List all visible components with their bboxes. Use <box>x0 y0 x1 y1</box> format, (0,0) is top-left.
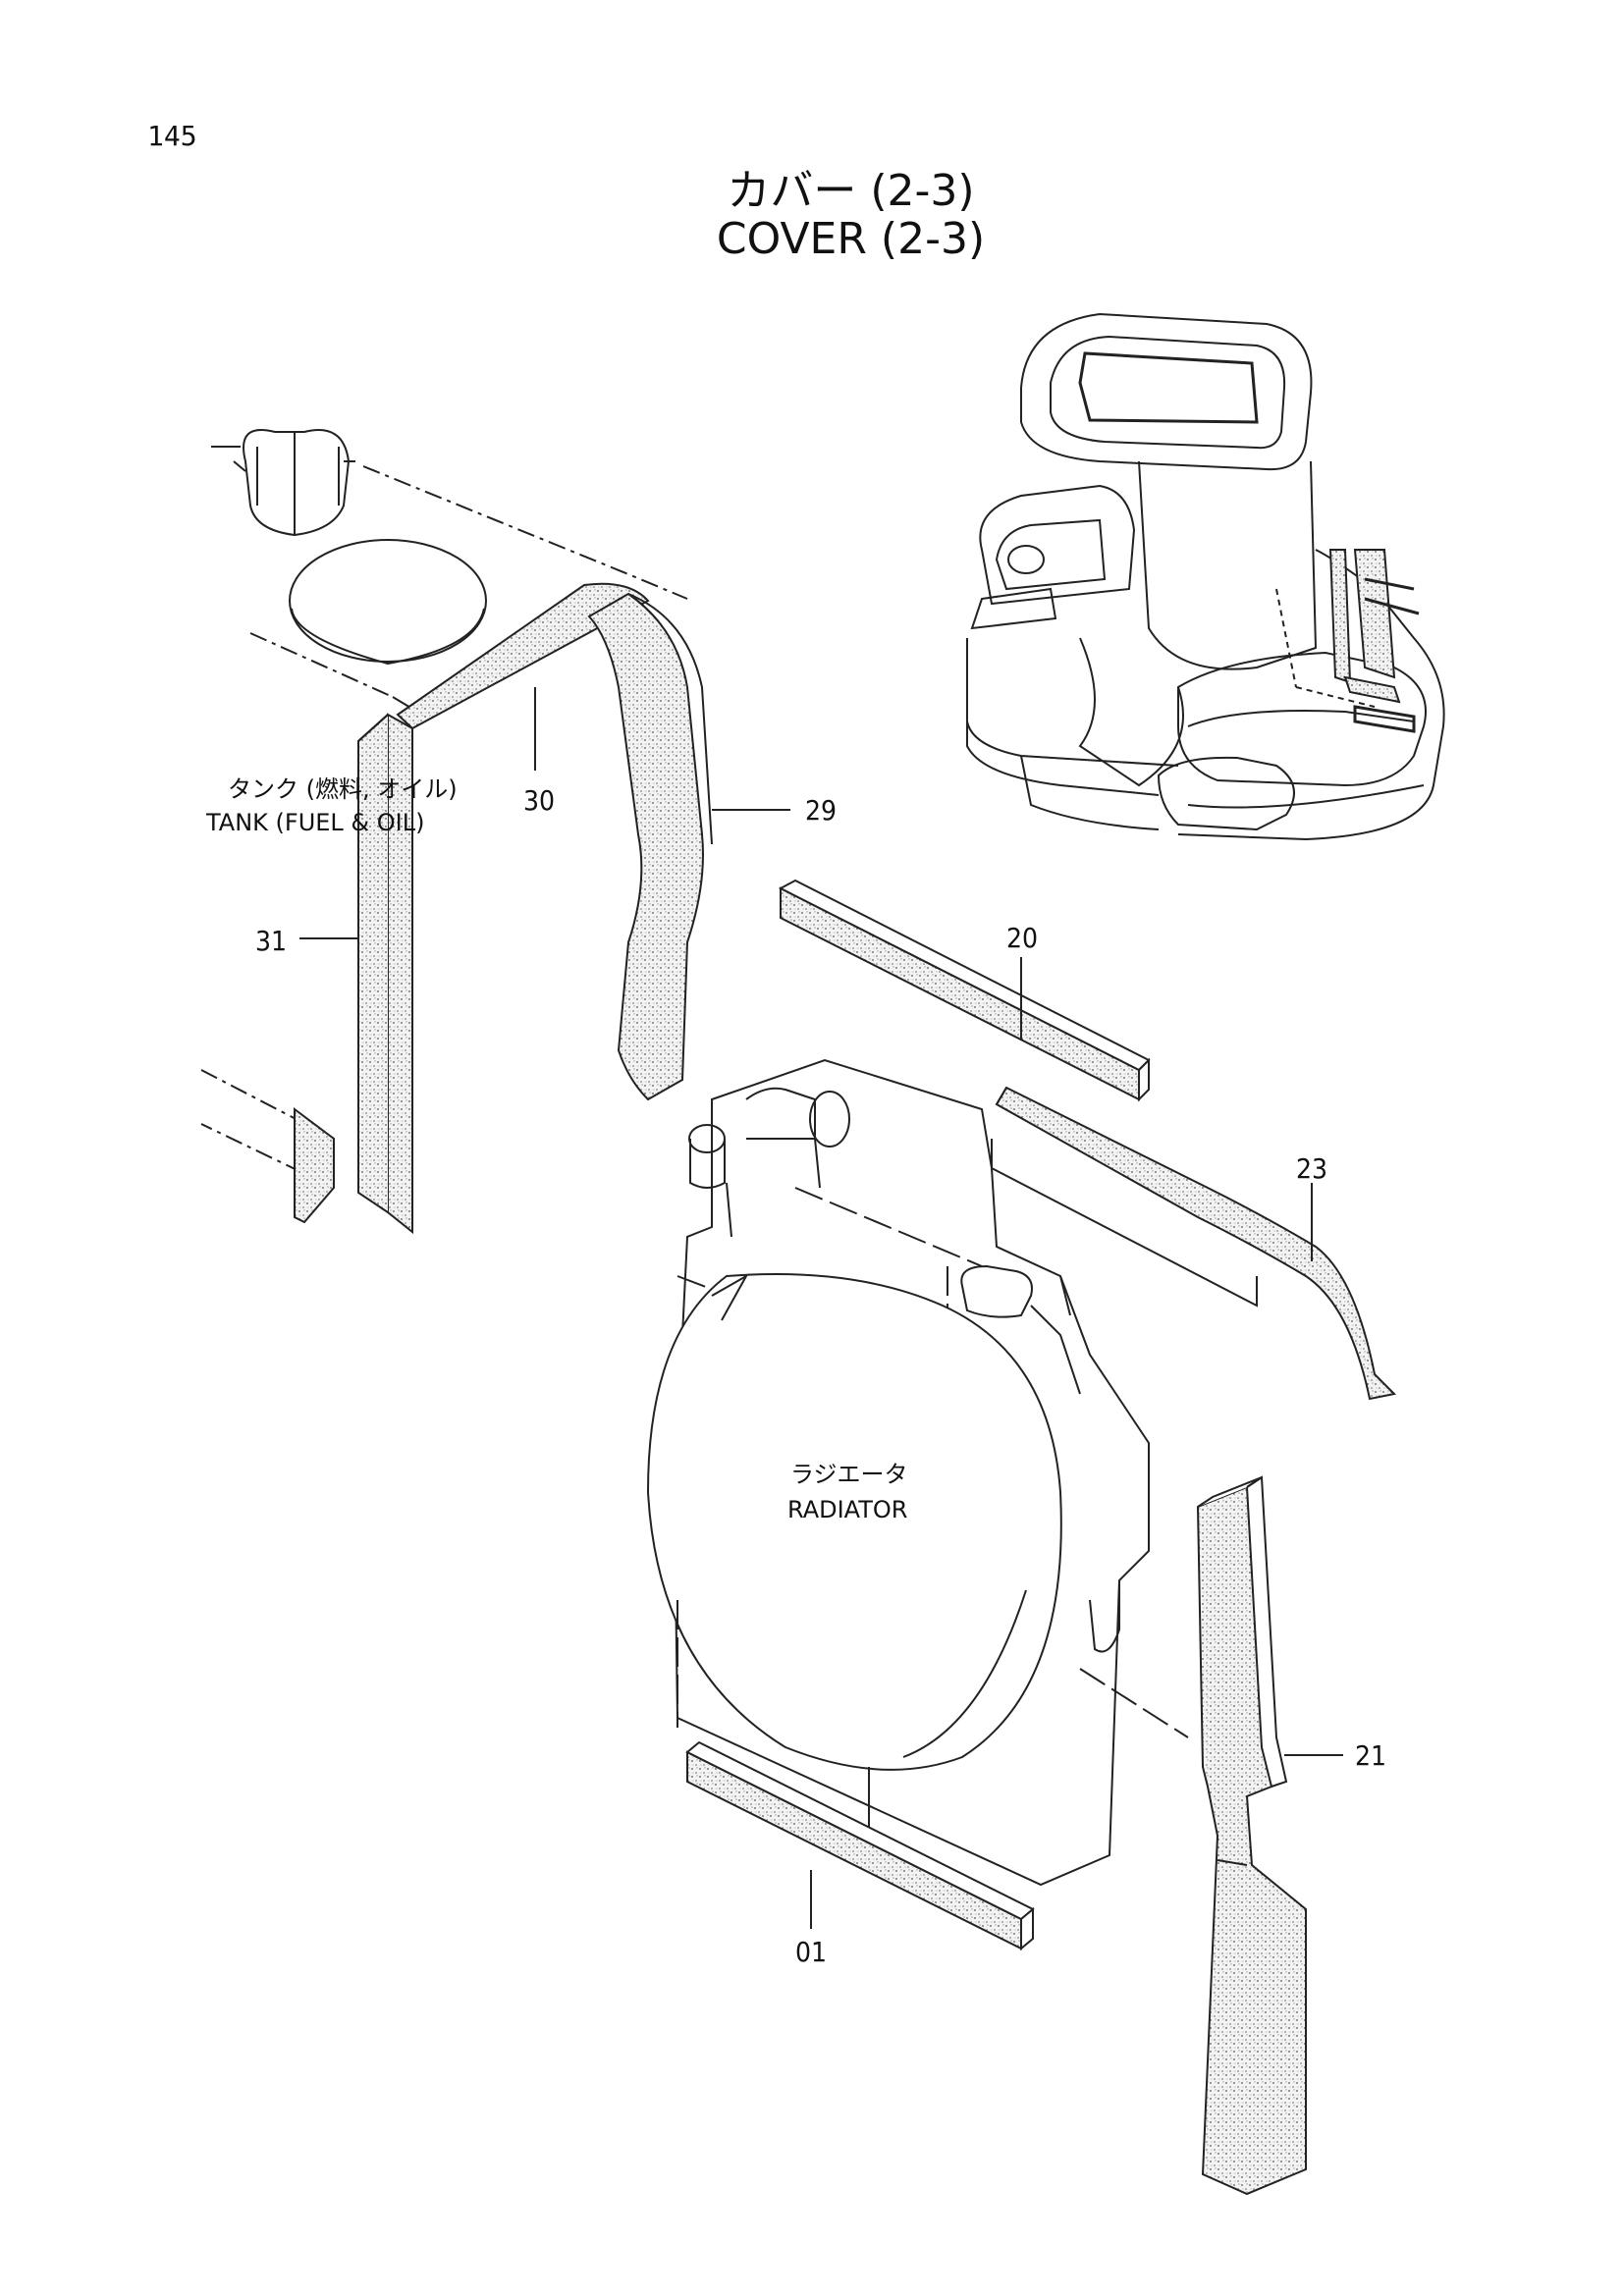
label-radiator-japanese: ラジエータ <box>790 1461 908 1488</box>
machine-overview-illustration <box>966 312 1445 841</box>
callout-31: 31 <box>255 925 287 957</box>
foam-strip-01 <box>685 1740 1035 1951</box>
label-tank-english: TANK (FUEL & OIL) <box>205 809 424 836</box>
seal-23 <box>991 1086 1397 1401</box>
callout-29: 29 <box>805 794 837 827</box>
label-tank-japanese: タンク (燃料, オイル) <box>228 775 458 803</box>
page-number: 145 <box>147 120 197 152</box>
label-radiator-english: RADIATOR <box>787 1496 907 1523</box>
callout-30: 30 <box>523 784 555 817</box>
title-english: COVER (2-3) <box>716 214 986 264</box>
seal-21 <box>1196 1475 1343 2196</box>
tank-assembly-illustration <box>200 429 790 1235</box>
callout-23: 23 <box>1296 1152 1327 1185</box>
radiator-illustration <box>646 1058 1189 1887</box>
callout-20: 20 <box>1006 922 1038 954</box>
title-japanese: カバー (2-3) <box>727 166 975 216</box>
foam-strip-20 <box>778 879 1151 1102</box>
callout-01: 01 <box>795 1936 827 1968</box>
callout-21: 21 <box>1355 1739 1386 1772</box>
